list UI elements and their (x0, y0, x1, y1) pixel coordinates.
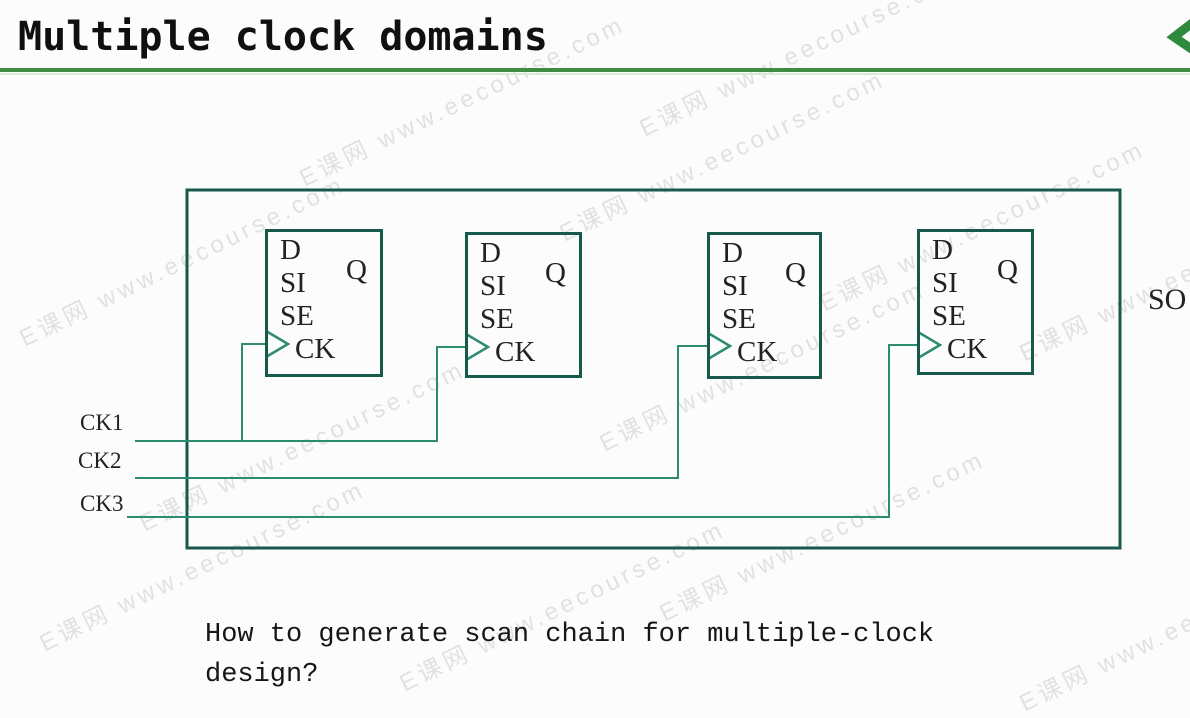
pin-label-si: SI (280, 267, 306, 299)
pin-label-se: SE (280, 300, 314, 332)
question-line-1: How to generate scan chain for multiple-… (205, 620, 935, 650)
pin-label-ck: CK (495, 336, 536, 368)
page-title: Multiple clock domains (18, 14, 548, 60)
pin-label-ck: CK (737, 336, 778, 368)
pin-label-q: Q (997, 254, 1018, 286)
pin-label-ck: CK (295, 333, 336, 365)
clock-label-ck2: CK2 (78, 448, 122, 473)
pin-label-si: SI (722, 270, 748, 302)
pin-label-d: D (932, 234, 953, 266)
question-text: How to generate scan chain for multiple-… (205, 615, 934, 695)
flipflop-4: D SI SE CK Q (917, 229, 1034, 375)
pin-label-se: SE (722, 303, 756, 335)
flipflop-1: D SI SE CK Q (265, 229, 383, 377)
question-line-2: design? (205, 660, 319, 690)
pin-label-d: D (722, 237, 743, 269)
title-underline-shadow (0, 73, 1190, 75)
pin-label-d: D (280, 234, 301, 266)
flipflop-3: D SI SE CK Q (707, 232, 822, 379)
pin-label-d: D (480, 237, 501, 269)
pin-label-ck: CK (947, 333, 988, 365)
pin-label-se: SE (932, 300, 966, 332)
design-boundary-box (185, 188, 1122, 550)
ck2-net-wire (135, 345, 708, 479)
ff1-clock-wire (241, 343, 266, 441)
pin-label-se: SE (480, 303, 514, 335)
pin-label-si: SI (932, 267, 958, 299)
ff4-clock-triangle-icon (917, 330, 943, 360)
ff1-clock-triangle-icon (265, 329, 291, 359)
ck1-net-wire (135, 346, 466, 442)
title-underline (0, 68, 1190, 72)
pin-label-q: Q (785, 257, 806, 289)
clock-label-ck3: CK3 (80, 491, 124, 516)
pin-label-q: Q (545, 257, 566, 289)
ff2-clock-triangle-icon (465, 332, 491, 362)
corner-logo-icon (1166, 18, 1190, 54)
pin-label-si: SI (480, 270, 506, 302)
ff3-clock-triangle-icon (707, 331, 733, 361)
scan-out-label: SO (1148, 283, 1187, 316)
ck3-net-wire (127, 344, 918, 518)
flipflop-2: D SI SE CK Q (465, 232, 582, 378)
clock-label-ck1: CK1 (80, 410, 124, 435)
pin-label-q: Q (346, 254, 367, 286)
